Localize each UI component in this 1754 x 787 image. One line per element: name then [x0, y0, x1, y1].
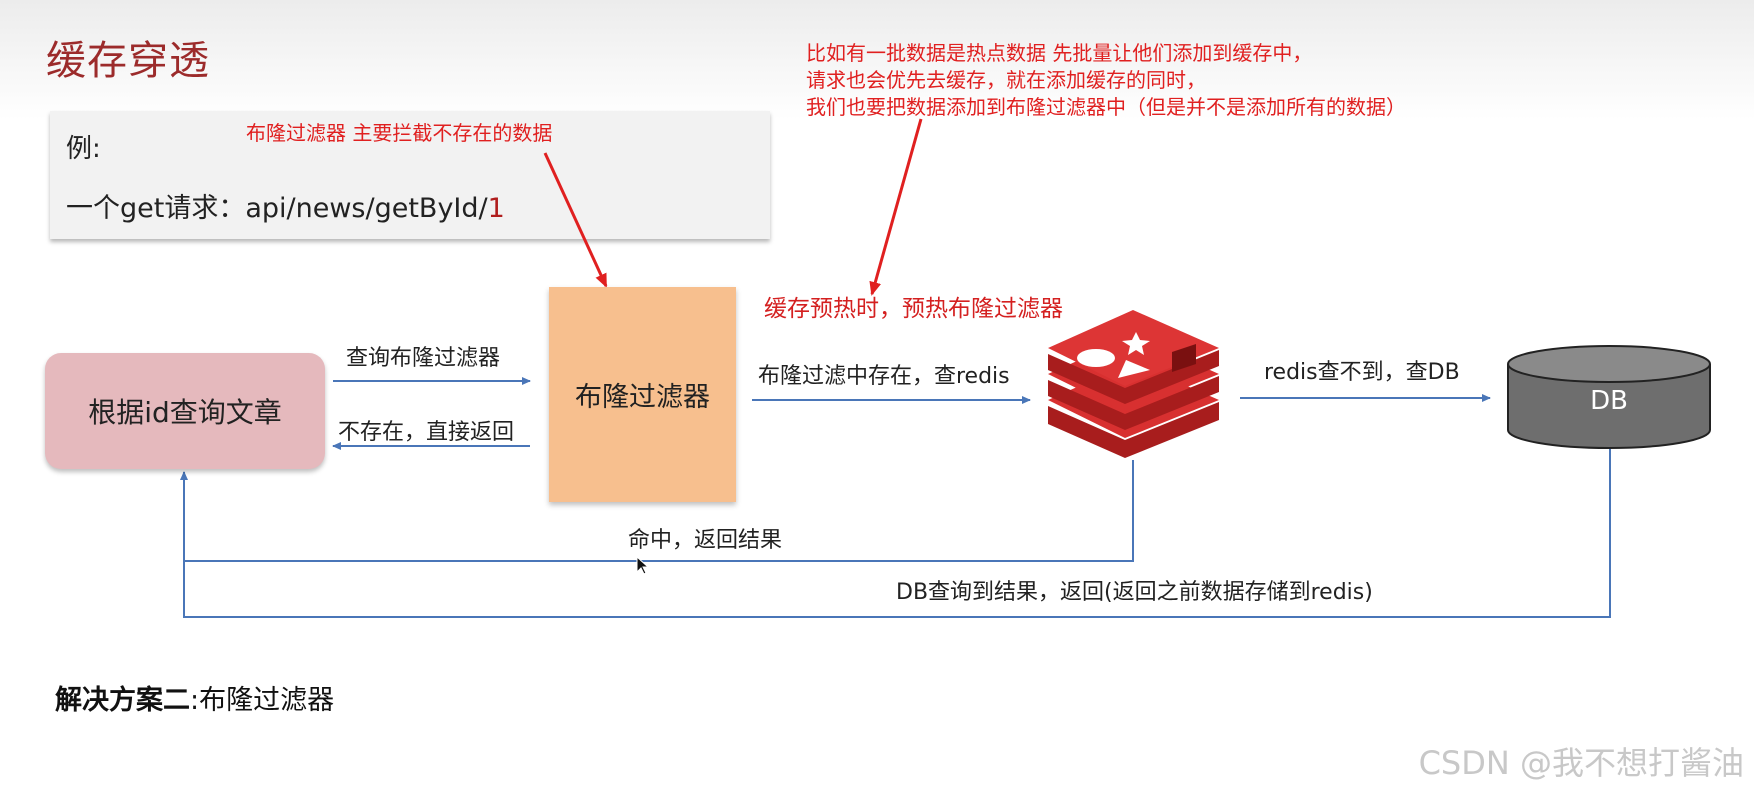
exists-query-redis-label: 布隆过滤中存在，查redis — [758, 364, 1010, 389]
warmup-annotation-arrow — [869, 118, 923, 296]
query-bloom-label: 查询布隆过滤器 — [346, 346, 501, 371]
warmup-annotation-line: 比如有一批数据是热点数据 先批量让他们添加到缓存中， — [806, 41, 1313, 65]
not-exist-label: 不存在，直接返回 — [338, 420, 515, 445]
example-box — [50, 111, 770, 239]
article-query-label: 根据id查询文章 — [88, 396, 282, 429]
bloom-annotation-arrow — [543, 152, 608, 288]
db-return-label: DB查询到结果，返回(返回之前数据存储到redis) — [896, 580, 1373, 605]
db-label: DB — [1590, 386, 1628, 416]
bloom-filter-label: 布隆过滤器 — [575, 382, 710, 413]
redis-miss-label: redis查不到，查DB — [1264, 360, 1460, 385]
example-request: 一个get请求：api/news/getById/1 — [66, 186, 505, 225]
example-request-id: 1 — [487, 193, 505, 224]
redis-icon — [1048, 310, 1219, 458]
warmup-annotation: 比如有一批数据是热点数据 先批量让他们添加到缓存中， 请求也会优先去缓存，就在添… — [806, 40, 1406, 121]
example-request-path: 一个get请求：api/news/getById/ — [66, 193, 488, 224]
solution-line: 解决方案二:布隆过滤器 — [55, 678, 334, 717]
page-title: 缓存穿透 — [46, 38, 210, 84]
mouse-cursor-icon — [636, 556, 650, 575]
hit-return-line — [184, 460, 1134, 562]
watermark: CSDN @我不想打酱油 — [1418, 744, 1744, 782]
solution-label: 解决方案二 — [55, 685, 190, 716]
db-icon — [1507, 345, 1711, 449]
warmup-annotation-line: 我们也要把数据添加到布隆过滤器中（但是并不是添加所有的数据） — [806, 95, 1406, 119]
solution-text: 布隆过滤器 — [199, 685, 335, 716]
example-label: 例: — [66, 134, 101, 164]
warmup-annotation-line: 请求也会优先去缓存，就在添加缓存的同时， — [806, 68, 1206, 92]
article-query-node: 根据id查询文章 — [45, 353, 325, 469]
solution-separator: : — [190, 685, 200, 716]
warmup-label: 缓存预热时，预热布隆过滤器 — [764, 296, 1063, 322]
hit-return-label: 命中，返回结果 — [628, 528, 783, 553]
bloom-annotation: 布隆过滤器 主要拦截不存在的数据 — [246, 121, 553, 145]
db-return-arrow — [180, 448, 1611, 618]
bloom-filter-node: 布隆过滤器 — [549, 287, 736, 502]
